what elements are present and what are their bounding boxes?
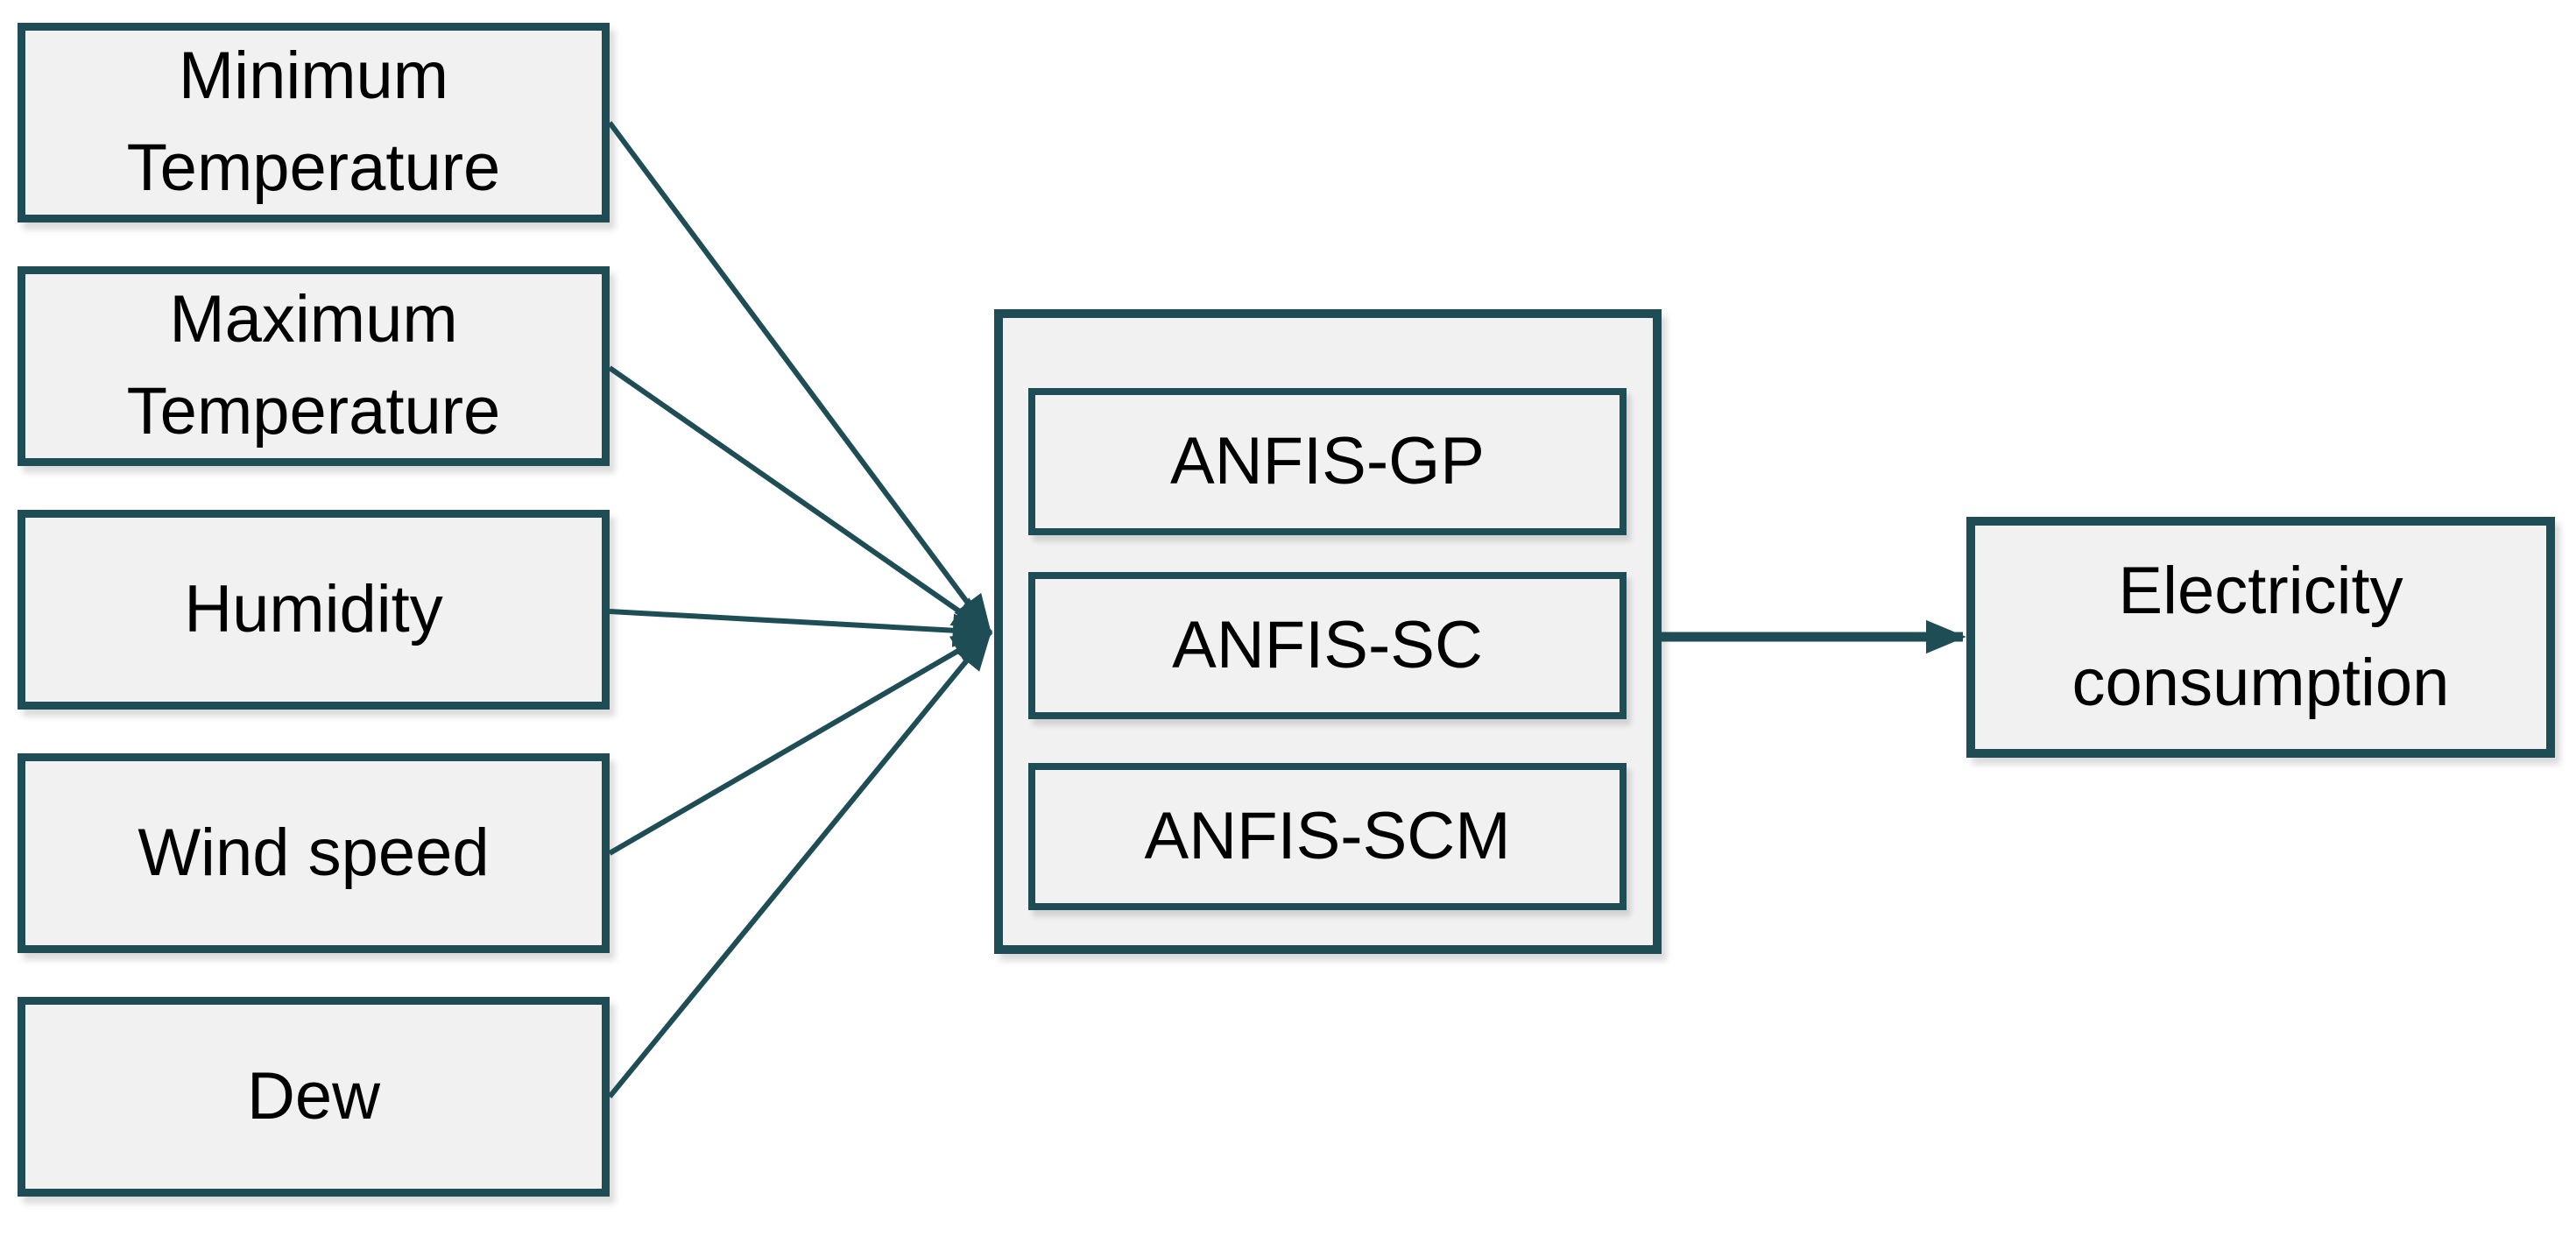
input-label-maximum-temperature: Maximum Temperature [126,282,501,448]
input-label-dew: Dew [246,1058,381,1134]
input-box-humidity: Humidity [18,510,610,710]
input-box-dew: Dew [18,997,610,1197]
input-box-wind-speed: Wind speed [18,753,610,953]
connector-line-humidity [609,609,993,647]
models-container-box: ANFIS-GP ANFIS-SC ANFIS-SCM [994,309,1662,954]
input-label-humidity: Humidity [184,571,443,646]
connector-line-dew [607,630,992,1098]
input-box-minimum-temperature: Minimum Temperature [18,23,610,222]
connector-line-wind-speed [608,630,993,856]
model-box-anfis-sc: ANFIS-SC [1028,572,1627,719]
input-label-minimum-temperature: Minimum Temperature [126,39,501,205]
model-label-anfis-gp: ANFIS-GP [1170,423,1485,498]
input-label-wind-speed: Wind speed [138,815,490,890]
output-box-electricity-consumption: Electricity consumption [1966,517,2555,758]
connector-line-maximum-temperature [608,365,993,635]
output-label-electricity-consumption: Electricity consumption [2071,553,2450,720]
model-box-anfis-scm: ANFIS-SCM [1028,763,1627,910]
model-box-anfis-gp: ANFIS-GP [1028,388,1627,535]
connector-line-minimum-temperature [607,121,992,636]
input-box-maximum-temperature: Maximum Temperature [18,266,610,466]
model-label-anfis-scm: ANFIS-SCM [1144,798,1511,873]
model-label-anfis-sc: ANFIS-SC [1172,607,1483,682]
